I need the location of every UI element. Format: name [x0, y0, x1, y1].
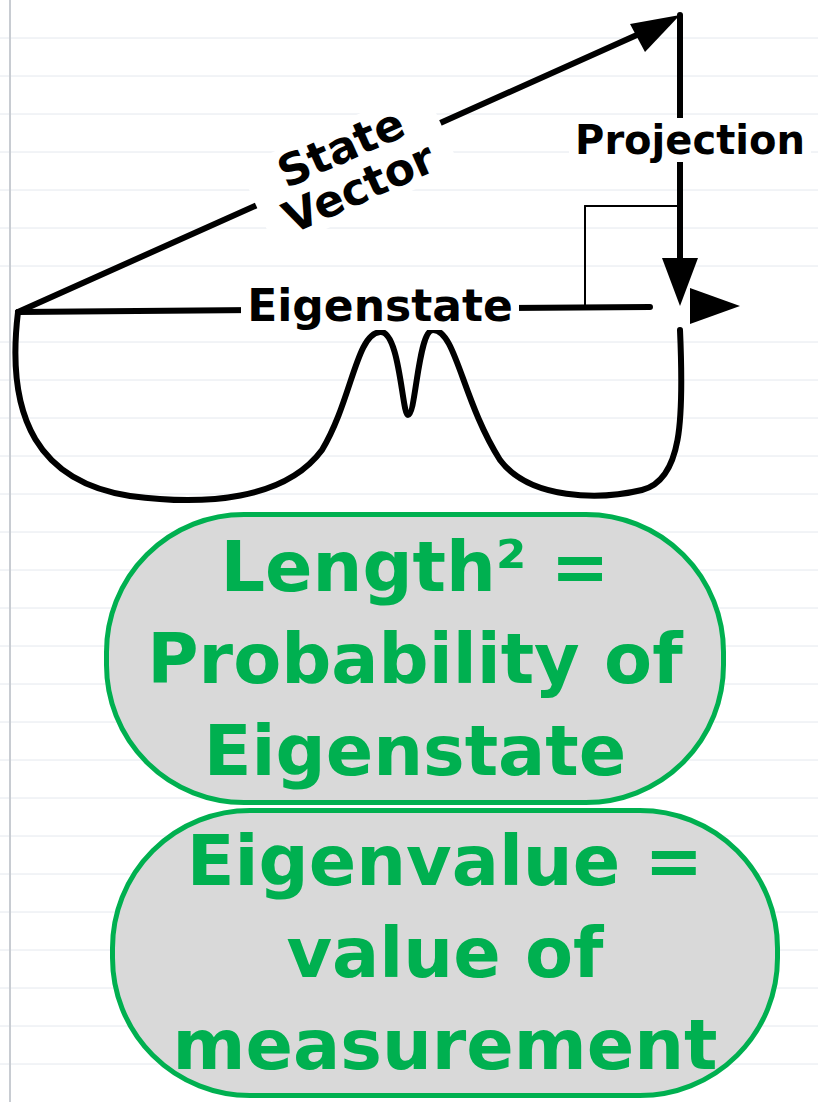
- arrowheads: [630, 15, 740, 324]
- box-text: Length² = Probability of Eigenstate: [134, 521, 696, 797]
- diagram-label: Projection: [569, 118, 811, 162]
- glasses-drawing: [15, 15, 681, 500]
- diagram-label: State Vector: [239, 85, 461, 251]
- rounded-box: Length² = Probability of Eigenstate: [104, 512, 726, 805]
- box-text: Eigenvalue = value of measurement: [140, 815, 750, 1091]
- rounded-box: Eigenvalue = value of measurement: [110, 808, 780, 1098]
- diagram-label: Eigenstate: [241, 282, 519, 330]
